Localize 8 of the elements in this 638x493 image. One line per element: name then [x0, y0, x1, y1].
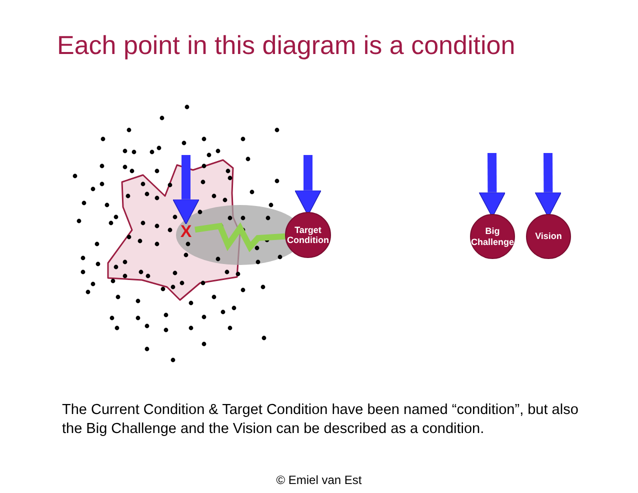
condition-circle: Target Condition — [285, 212, 331, 258]
copyright-text: © Emiel van Est — [275, 473, 363, 487]
condition-circle: Big Challenge — [470, 214, 515, 259]
slide-title: Each point in this diagram is a condition — [57, 30, 516, 61]
description-text: The Current Condition & Target Condition have been named “condition”, but also the Big Challenge and the Vision can be described as a condition. — [62, 401, 580, 439]
arrow — [173, 155, 199, 225]
cross-mark: X — [177, 221, 195, 241]
condition-circle: Vision — [526, 214, 571, 259]
